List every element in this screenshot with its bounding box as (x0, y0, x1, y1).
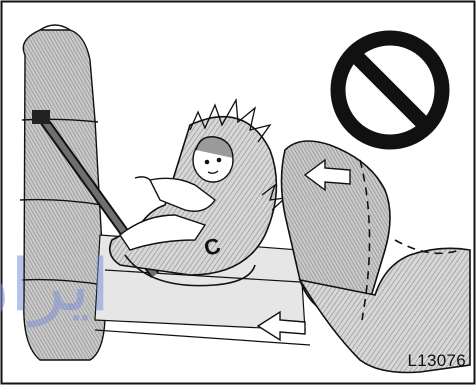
watermark-text: ایران خودرو (0, 243, 110, 328)
figure-code: L13076 (407, 351, 466, 371)
